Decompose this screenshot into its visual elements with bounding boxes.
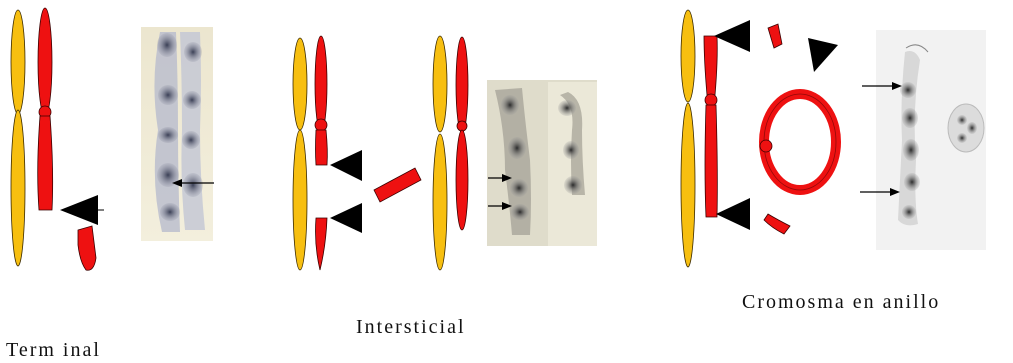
caption-intersticial: Intersticial — [356, 316, 466, 338]
intersticial-panel — [293, 36, 597, 270]
micrograph-ring — [876, 30, 986, 250]
deleted-chromosome-intersticial-1 — [315, 36, 327, 270]
micrograph-terminal — [141, 27, 213, 241]
caption-anillo: Cromosma en anillo — [742, 291, 940, 313]
terminal-deleted-fragment — [78, 226, 96, 270]
deleted-chromosome-intersticial-2 — [456, 37, 468, 230]
arrowhead-marker — [714, 20, 838, 230]
normal-chromosome-intersticial-1 — [293, 38, 307, 270]
deleted-chromosome-ring — [704, 36, 717, 217]
ring-chromosome — [760, 94, 836, 190]
arrowhead-marker — [60, 195, 104, 225]
normal-chromosome-terminal — [11, 10, 25, 266]
terminal-panel — [11, 8, 214, 270]
arrowhead-marker — [330, 150, 362, 233]
micrograph-intersticial — [487, 80, 597, 246]
normal-chromosome-ring — [681, 10, 695, 267]
normal-chromosome-intersticial-2 — [433, 36, 447, 270]
ring-panel — [681, 10, 986, 267]
caption-terminal: Term inal — [6, 339, 101, 361]
deleted-chromosome-terminal — [38, 8, 53, 210]
intersticial-deleted-fragment — [374, 168, 421, 202]
